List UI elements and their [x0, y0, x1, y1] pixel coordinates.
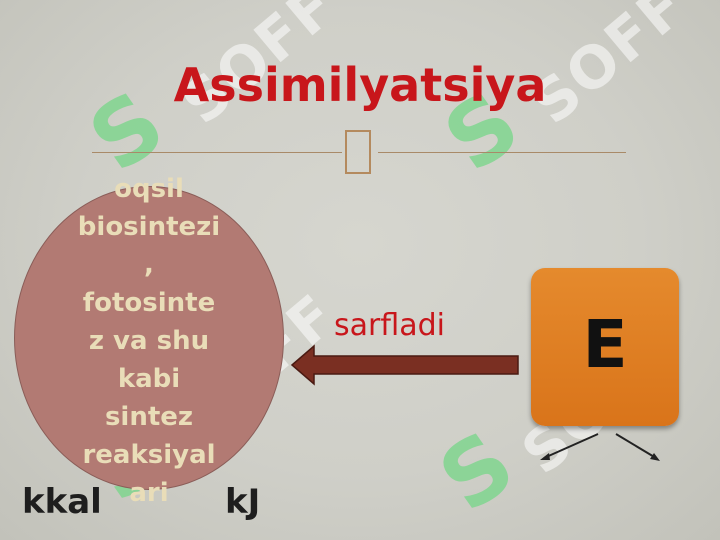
synthesis-circle [14, 186, 284, 490]
unit-kkal: kkal [22, 482, 102, 522]
energy-symbol: E [582, 306, 628, 383]
divider-left [92, 152, 342, 153]
slide-title: Assimilyatsiya [173, 58, 547, 112]
unit-kj: kJ [225, 482, 261, 522]
branch-arrows-icon [540, 433, 660, 461]
energy-box: E [531, 268, 679, 426]
divider-right [378, 152, 626, 153]
ornament-icon [345, 130, 371, 174]
circle-text: oqsil biosintezi , fotosinte z va shu ka… [77, 174, 221, 508]
left-arrow-icon [290, 344, 519, 386]
arrow-label: sarfladi [334, 308, 446, 343]
